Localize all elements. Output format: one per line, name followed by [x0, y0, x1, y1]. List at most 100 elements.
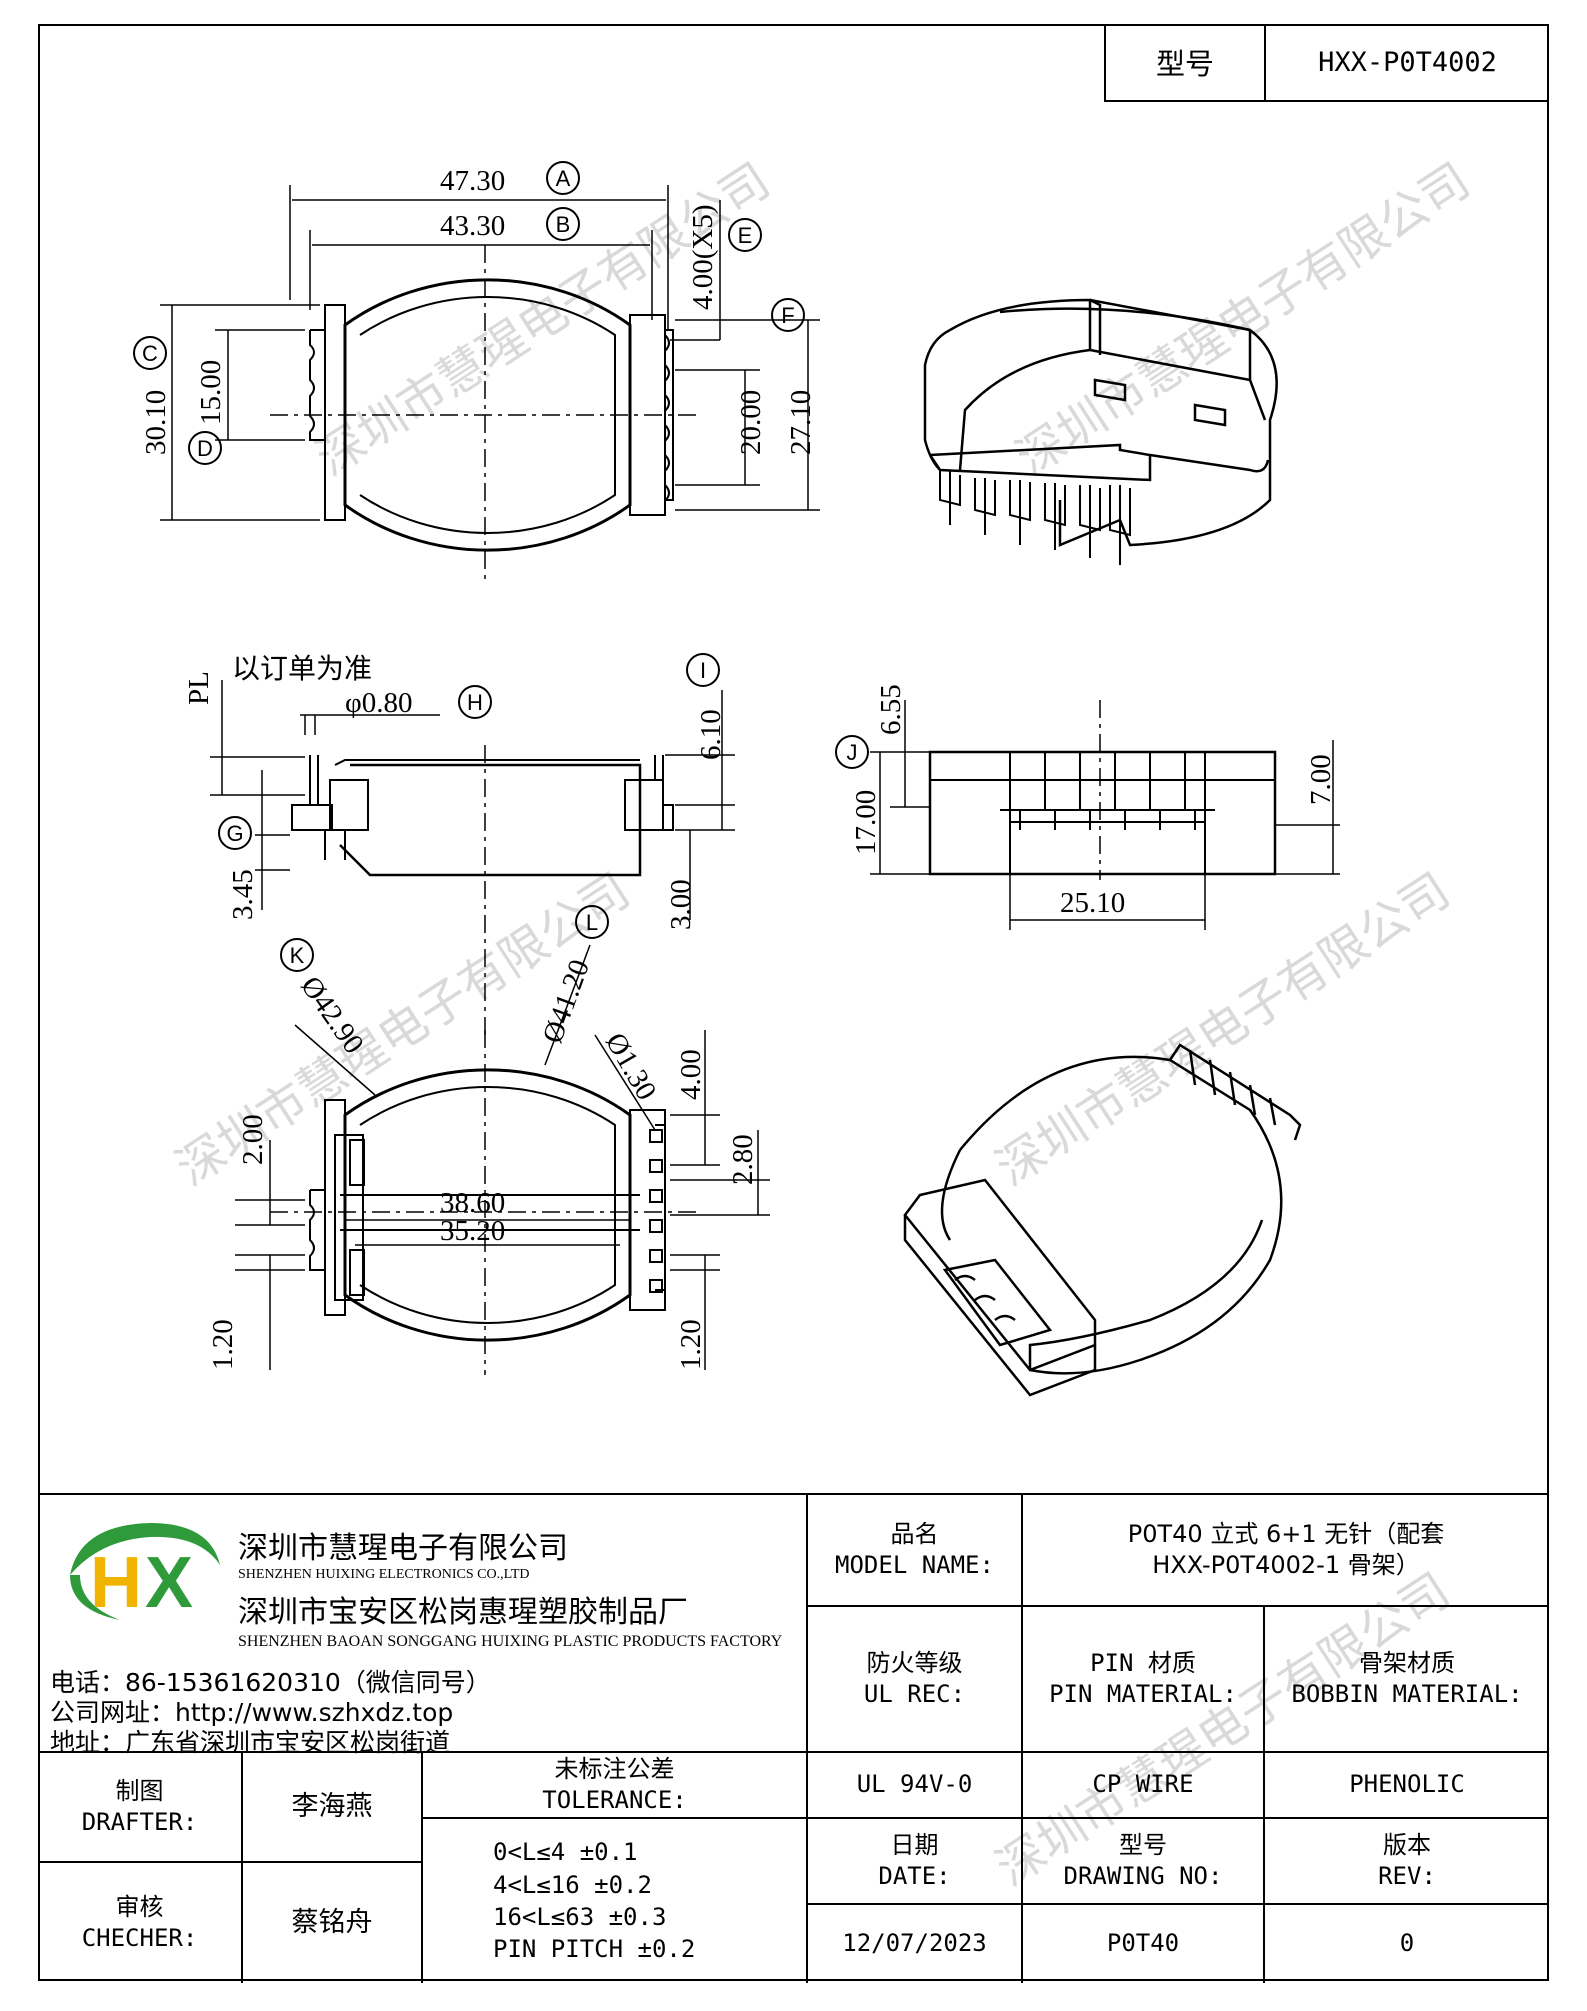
- dim-3-00: 3.00: [665, 879, 697, 930]
- drafter-name: 李海燕: [291, 1791, 373, 1823]
- dim-1-30: Ø1.30: [599, 1028, 663, 1106]
- ul-rec-cn: 防火等级: [866, 1648, 963, 1677]
- dim-41-20: Ø41.20: [537, 955, 597, 1047]
- pin-material-label: PIN 材质 PIN MATERIAL:: [1023, 1607, 1263, 1751]
- model-name-value-line2: HXX-P0T4002-1 骨架）: [1152, 1551, 1420, 1579]
- callout-b: B: [556, 212, 571, 237]
- model-label: 型号: [1106, 24, 1266, 100]
- model-name-value-line1: P0T40 立式 6+1 无针（配套: [1127, 1519, 1445, 1548]
- date-en: DATE:: [878, 1862, 951, 1890]
- company-logo: H X: [70, 1523, 220, 1623]
- dim-4-00-x5: 4.00(X5): [687, 204, 719, 310]
- ul-rec-en: UL REC:: [863, 1680, 966, 1708]
- bobbin-material-value: PHENOLIC: [1349, 1770, 1465, 1799]
- dim-2-00: 2.00: [237, 1114, 269, 1165]
- callout-i: I: [700, 658, 706, 683]
- dim-2-80: 2.80: [727, 1134, 759, 1185]
- top-view: 47.30 43.30 4.00(X5) 30.10 15.00 20.00 2…: [133, 161, 820, 580]
- tolerance-label: 未标注公差 TOLERANCE:: [423, 1753, 806, 1817]
- callout-j: J: [847, 740, 858, 765]
- callout-g: G: [226, 821, 243, 846]
- dim-15-00: 15.00: [195, 360, 227, 425]
- callout-h: H: [467, 690, 483, 715]
- logo-x: X: [145, 1543, 193, 1623]
- company-name-cn: 深圳市慧瑆电子有限公司: [238, 1531, 568, 1566]
- drawing-no-en: DRAWING NO:: [1063, 1862, 1223, 1890]
- callout-l: L: [586, 910, 598, 935]
- dim-30-10: 30.10: [140, 390, 172, 455]
- model-name-cn: 品名: [890, 1519, 939, 1548]
- bobbin-material-cn: 骨架材质: [1359, 1648, 1455, 1677]
- tolerance-row: PIN PITCH ±0.2: [493, 1935, 696, 1964]
- dim-1-20-right: 1.20: [675, 1319, 707, 1370]
- checker-name: 蔡铭舟: [291, 1907, 373, 1939]
- tolerance-row: 0<L≤4 ±0.1: [493, 1838, 638, 1867]
- model-name-label: 品名 MODEL NAME:: [808, 1495, 1021, 1605]
- checker-en: CHECHER:: [81, 1924, 198, 1952]
- drafter-en: DRAFTER:: [81, 1808, 198, 1836]
- model-name-en: MODEL NAME:: [835, 1551, 994, 1579]
- tolerance-en: TOLERANCE:: [542, 1786, 687, 1814]
- callout-k: K: [290, 943, 305, 968]
- drawing-frame: [38, 24, 1549, 1981]
- dim-20-00: 20.00: [735, 390, 767, 455]
- factory-name-cn: 深圳市宝安区松岗惠瑆塑胶制品厂: [238, 1595, 688, 1630]
- front-view: 6.55 17.00 7.00 25.10 J: [835, 684, 1340, 930]
- pin-material-value: CP WIRE: [1092, 1770, 1194, 1799]
- note-order: 以订单为准: [232, 653, 372, 685]
- checker-cn: 审核: [115, 1892, 164, 1921]
- bottom-view: Ø42.90 Ø41.20 Ø1.30 4.00 2.80 2.00 38.60…: [207, 905, 770, 1375]
- dim-42-90: Ø42.90: [294, 971, 370, 1060]
- dim-47-30: 47.30: [440, 165, 505, 197]
- callouts-top: A B E C D F: [133, 161, 805, 465]
- tolerance-row: 4<L≤16 ±0.2: [493, 1870, 652, 1899]
- date-cn: 日期: [890, 1830, 939, 1859]
- factory-name-en: SHENZHEN BAOAN SONGGANG HUIXING PLASTIC …: [238, 1633, 783, 1650]
- isometric-view-bottom: [903, 1043, 1302, 1397]
- drawing-no-cn: 型号: [1119, 1830, 1167, 1859]
- rev-value: 0: [1399, 1929, 1415, 1958]
- ul-rec-label: 防火等级 UL REC:: [808, 1607, 1021, 1751]
- company-name-en: SHENZHEN HUIXING ELECTRONICS CO.,LTD: [238, 1567, 530, 1582]
- tolerance-table: 0<L≤4 ±0.1 4<L≤16 ±0.2 16<L≤63 ±0.3 PIN …: [423, 1819, 806, 1983]
- company-info: H X 深圳市慧瑆电子有限公司 SHENZHEN HUIXING ELECTRO…: [38, 1495, 806, 1757]
- dim-3-45: 3.45: [227, 869, 259, 920]
- callout-f: F: [781, 303, 794, 328]
- dim-43-30: 43.30: [440, 210, 505, 242]
- tolerance-row: 16<L≤63 ±0.3: [493, 1903, 667, 1931]
- tolerance-cn: 未标注公差: [554, 1754, 675, 1783]
- company-phone: 电话：86-15361620310（微信同号）: [50, 1668, 491, 1697]
- callout-e: E: [738, 223, 753, 248]
- callout-a: A: [556, 166, 571, 191]
- company-website: 公司网址：http://www.szhxdz.top: [50, 1698, 454, 1727]
- drawing-no-value: P0T40: [1106, 1929, 1180, 1958]
- dim-6-10: 6.10: [695, 709, 727, 760]
- dim-6-55: 6.55: [875, 684, 907, 735]
- dim-27-10: 27.10: [785, 390, 817, 455]
- model-header-box: 型号 HXX-P0T4002: [1104, 24, 1549, 102]
- date-label: 日期 DATE:: [808, 1819, 1021, 1903]
- checker-label: 审核 CHECHER:: [38, 1863, 241, 1983]
- callout-c: C: [142, 341, 158, 366]
- drafter-cn: 制图: [115, 1776, 164, 1805]
- bobbin-material-label: 骨架材质 BOBBIN MATERIAL:: [1265, 1607, 1549, 1751]
- dim-38-60: 38.60: [440, 1187, 505, 1219]
- dim-17-00: 17.00: [850, 790, 882, 855]
- pin-material-cn: PIN 材质: [1090, 1648, 1196, 1677]
- dim-1-20-left: 1.20: [207, 1319, 239, 1370]
- logo-h: H: [90, 1543, 142, 1623]
- isometric-view-top: [923, 298, 1278, 565]
- drafter-label: 制图 DRAFTER:: [38, 1753, 241, 1861]
- model-name-value: P0T40 立式 6+1 无针（配套 HXX-P0T4002-1 骨架）: [1023, 1495, 1549, 1605]
- rev-label: 版本 REV:: [1265, 1819, 1549, 1903]
- ul-rec-value: UL 94V-0: [856, 1770, 973, 1799]
- dim-25-10: 25.10: [1060, 887, 1125, 919]
- date-value: 12/07/2023: [842, 1929, 987, 1958]
- callout-d: D: [197, 436, 213, 461]
- title-block: H X 深圳市慧瑆电子有限公司 SHENZHEN HUIXING ELECTRO…: [38, 1493, 1549, 1983]
- dim-7-00: 7.00: [1305, 754, 1337, 805]
- rev-en: REV:: [1378, 1862, 1436, 1890]
- dim-35-20: 35.20: [440, 1215, 505, 1247]
- pin-material-en: PIN MATERIAL:: [1049, 1680, 1237, 1708]
